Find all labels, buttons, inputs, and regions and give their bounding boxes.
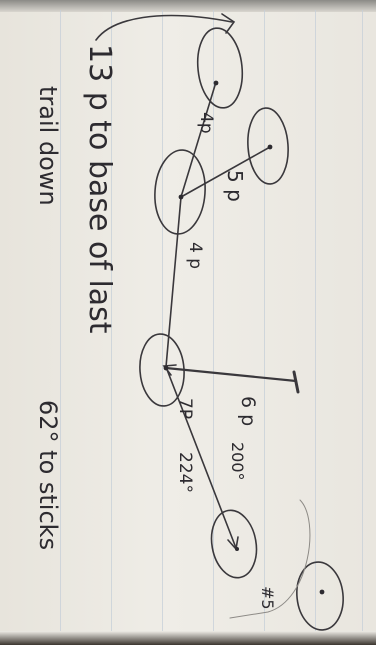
note-pointer-arrow <box>96 16 232 40</box>
label-top-segment: 4p <box>196 112 216 134</box>
marker-circle-top <box>194 26 246 110</box>
spur-end-bar <box>294 372 298 392</box>
note-line-1: 13 p to base of last <box>82 44 117 334</box>
label-mid-segment: 4 p <box>185 242 205 269</box>
label-spur-length: 6 p <box>237 396 259 426</box>
label-branch-segment: 5 p <box>223 170 247 202</box>
label-side-bearing: 200° <box>228 442 247 481</box>
trail-spur <box>166 368 296 381</box>
marker-circle-mid <box>152 148 208 235</box>
label-end-mark: #5 <box>258 586 277 610</box>
label-lower-bearing: 224° <box>175 452 195 493</box>
marker-circle-last <box>294 560 347 632</box>
note-line-2b: 62° to sticks <box>34 400 62 550</box>
label-lower-distance: 7P <box>175 398 195 419</box>
note-line-2a: trail down <box>34 86 62 206</box>
